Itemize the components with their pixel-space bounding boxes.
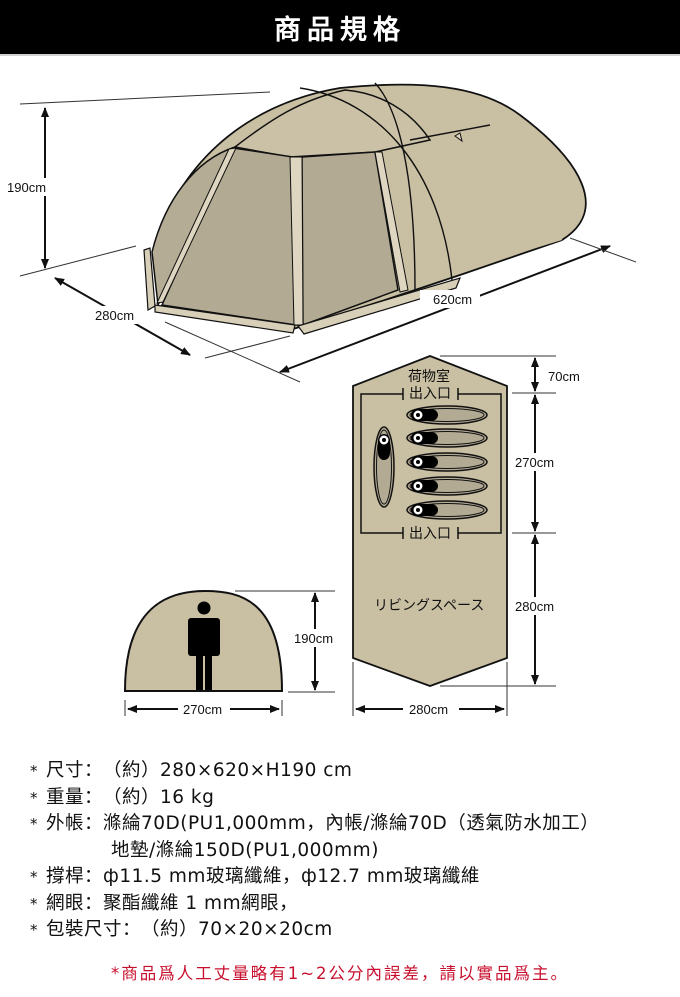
spec-value: （約）70×20×20cm [141, 919, 333, 940]
perspective-dimension-lines [19, 91, 637, 383]
height-label-front: 190cm [294, 631, 333, 646]
standing-person-icon [188, 601, 220, 690]
spec-label: 外帳： [46, 813, 104, 834]
bullet: * [30, 868, 38, 886]
bullet: * [30, 815, 38, 833]
spec-row-weight: * 重量： （約）16 kg [30, 785, 670, 812]
spec-row-mesh: * 網眼： 聚酯纖維 1 mm網眼， [30, 891, 670, 918]
spec-value: （約）280×620×H190 cm [103, 760, 353, 781]
floor-plan-width-label: 280cm [409, 702, 448, 717]
living-depth-label: 280cm [515, 599, 554, 614]
tent-front-view [123, 589, 335, 716]
entrance-top-label: 出入口 [409, 386, 451, 402]
bullet: * [30, 894, 38, 913]
spec-label: 尺寸： [46, 760, 104, 781]
header-bar: 商品規格 [0, 0, 680, 54]
vestibule-depth-label: 70cm [548, 369, 580, 384]
spec-value: （約）16 kg [103, 786, 215, 808]
spec-label: 網眼： [46, 892, 104, 914]
sleeping-bag-icons [373, 405, 488, 520]
spec-row-size: * 尺寸： （約）280×620×H190 cm [30, 758, 670, 785]
bullet: * [30, 921, 38, 939]
spec-value: 滌綸70D(PU1,000mm，內帳/滌綸70D（透氣防水加工） [103, 813, 600, 834]
spec-list: * 尺寸： （約）280×620×H190 cm * 重量： （約）16 kg … [30, 758, 670, 944]
spec-row-fly: * 外帳： 滌綸70D(PU1,000mm，內帳/滌綸70D（透氣防水加工） [30, 811, 670, 838]
measurement-disclaimer: *商品爲人工丈量略有1~2公分內誤差，請以實品爲主。 [110, 964, 570, 983]
spec-value: 地墊/滌綸150D(PU1,000mm) [111, 839, 379, 861]
entrance-bottom-label: 出入口 [409, 526, 451, 542]
bullet: * [30, 762, 38, 780]
width-label-perspective: 280cm [95, 308, 134, 323]
spec-value: 聚酯纖維 1 mm網眼， [103, 892, 299, 914]
bullet: * [30, 788, 38, 807]
spec-row-floor: 地墊/滌綸150D(PU1,000mm) [30, 838, 670, 865]
page-title: 商品規格 [274, 14, 406, 46]
inner-room-depth-label: 270cm [515, 455, 554, 470]
living-space-label: リビングスペース [374, 598, 484, 614]
header-divider [0, 54, 680, 56]
spec-row-poles: * 撐桿： ф11.5 mm玻璃纖維，ф12.7 mm玻璃纖維 [30, 864, 670, 891]
width-label-front: 270cm [183, 702, 222, 717]
tent-diagram: 190cm 280cm 620cm 190cm 270cm [7, 82, 637, 718]
length-label-perspective: 620cm [433, 292, 472, 307]
height-label-perspective: 190cm [7, 180, 46, 195]
spec-label: 撐桿： [46, 866, 104, 887]
spec-row-package: * 包裝尺寸： （約）70×20×20cm [30, 917, 670, 944]
spec-value: ф11.5 mm玻璃纖維，ф12.7 mm玻璃纖維 [103, 866, 480, 887]
spec-label: 包裝尺寸： [46, 919, 142, 940]
storage-room-label: 荷物室 [408, 368, 450, 385]
spec-label: 重量： [46, 786, 104, 808]
tent-perspective-illustration [143, 82, 587, 335]
floor-plan [352, 355, 508, 687]
